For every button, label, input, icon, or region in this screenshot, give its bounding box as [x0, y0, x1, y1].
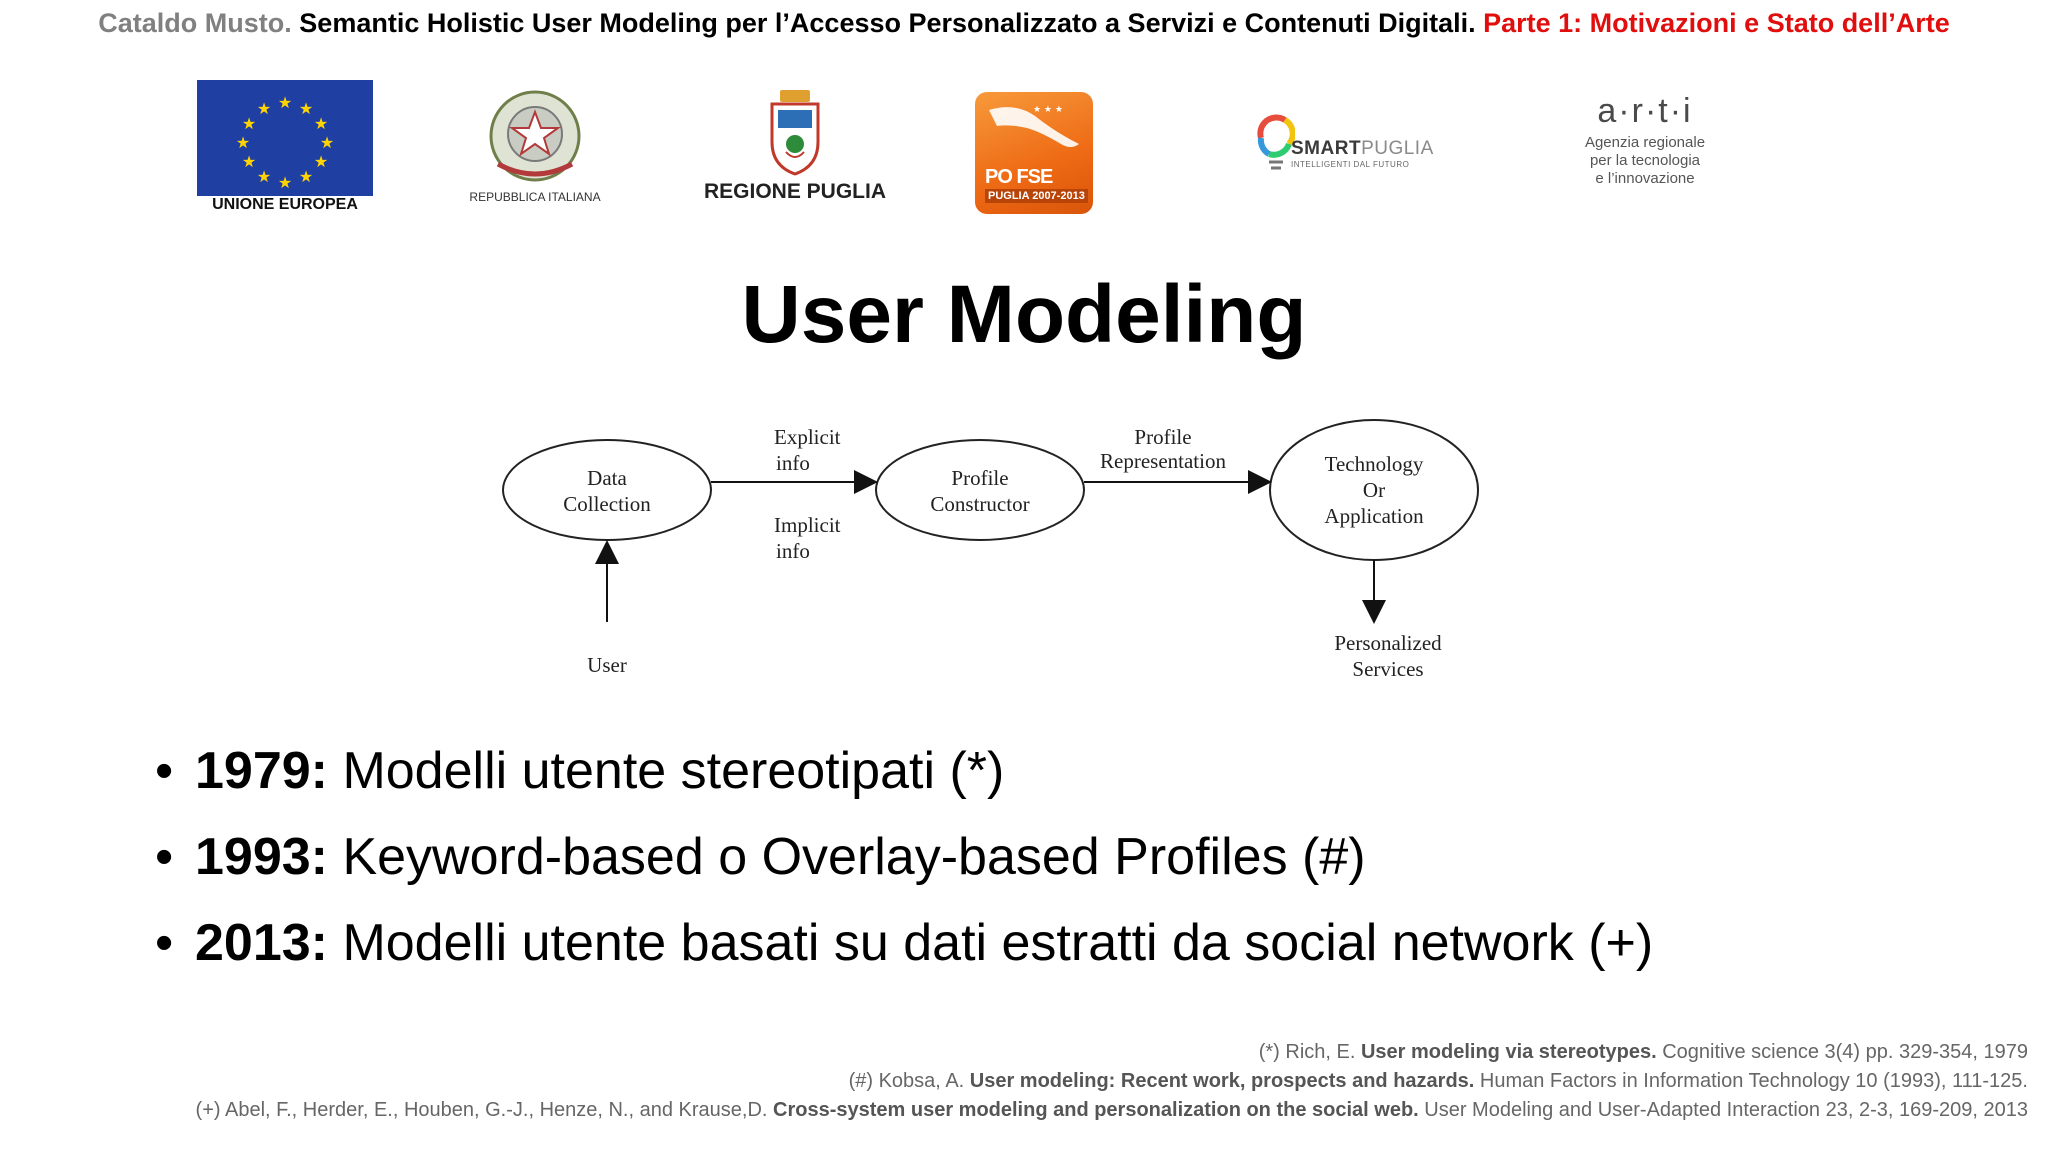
regione-puglia-crest-icon — [770, 90, 820, 176]
svg-text:★: ★ — [320, 133, 334, 152]
svg-text:★: ★ — [299, 167, 313, 186]
svg-text:★: ★ — [299, 99, 313, 118]
bullet-text: Modelli utente basati su dati estratti d… — [328, 914, 1654, 972]
svg-text:★: ★ — [236, 133, 250, 152]
repubblica-italiana-logo: REPUBBLICA ITALIANA — [460, 86, 610, 216]
reference-prefix: (*) Rich, E. — [1258, 1041, 1361, 1063]
arti-wordmark: a·r·t·i — [1597, 92, 1693, 130]
bullet-item: • 1979: Modelli utente stereotipati (*) — [155, 728, 1653, 814]
reference-suffix: Human Factors in Information Technology … — [1474, 1070, 2028, 1092]
regione-puglia-logo: REGIONE PUGLIA — [700, 88, 890, 218]
bullet-item: • 2013: Modelli utente basati su dati est… — [155, 900, 1653, 986]
reference-item: (*) Rich, E. User modeling via stereotyp… — [196, 1038, 2028, 1067]
explicit-info-line-1: Explicit — [774, 425, 841, 449]
reference-item: (#) Kobsa, A. User modeling: Recent work… — [196, 1067, 2028, 1096]
data-collection-node — [502, 439, 712, 541]
regione-puglia-label: REGIONE PUGLIA — [703, 180, 887, 203]
arti-line-1: Agenzia regionale — [1584, 134, 1706, 151]
implicit-info-line-2: info — [776, 539, 810, 563]
arti-description: Agenzia regionale per la tecnologia e l’… — [1560, 134, 1730, 188]
bullet-list: • 1979: Modelli utente stereotipati (*) •… — [155, 728, 1653, 986]
eu-logo: ★ ★ ★ ★ ★ ★ ★ ★ ★ ★ ★ ★ UNIONE EUROPEA — [197, 80, 373, 216]
arti-line-3: e l’innovazione — [1595, 170, 1695, 187]
smart-puglia-mark-icon — [1257, 114, 1295, 170]
bullet-marker: • — [155, 742, 174, 800]
user-label: User — [587, 653, 627, 677]
smart-puglia-label-b: PUGLIA — [1361, 138, 1434, 159]
user-modeling-diagram: Data Collection Profile Constructor Tech… — [502, 419, 1479, 681]
bullet-year: 1979: — [195, 742, 328, 800]
po-fse-sublabel: PUGLIA 2007-2013 — [985, 189, 1088, 203]
reference-prefix: (+) Abel, F., Herder, E., Houben, G.-J.,… — [195, 1099, 774, 1121]
header-author: Cataldo Musto. — [98, 8, 292, 38]
explicit-info-line-2: info — [776, 451, 810, 475]
slide-title: User Modeling — [741, 269, 1307, 360]
italian-emblem-icon — [489, 90, 581, 182]
svg-text:★: ★ — [314, 152, 328, 171]
svg-text:★: ★ — [257, 167, 271, 186]
svg-text:★: ★ — [278, 93, 292, 112]
reference-suffix: Cognitive science 3(4) pp. 329-354, 1979 — [1656, 1041, 2028, 1063]
data-collection-line-2: Collection — [563, 492, 651, 516]
technology-line-2: Or — [1363, 478, 1385, 502]
bullet-text: Keyword-based o Overlay-based Profiles (… — [328, 828, 1366, 886]
bullet-marker: • — [155, 828, 174, 886]
technology-line-3: Application — [1324, 504, 1424, 528]
smart-puglia-label: SMARTPUGLIA — [1291, 138, 1434, 160]
eu-flag-icon: ★ ★ ★ ★ ★ ★ ★ ★ ★ ★ ★ ★ — [197, 80, 373, 196]
svg-text:★ ★ ★: ★ ★ ★ — [1033, 105, 1063, 115]
smart-puglia-sublabel: INTELLIGENTI DAL FUTURO — [1291, 160, 1410, 169]
technology-line-1: Technology — [1325, 452, 1424, 476]
arti-line-2: per la tecnologia — [1589, 152, 1701, 169]
reference-title: Cross-system user modeling and personali… — [773, 1099, 1419, 1121]
bullet-item: • 1993: Keyword-based o Overlay-based Pro… — [155, 814, 1653, 900]
reference-title: User modeling: Recent work, prospects an… — [969, 1070, 1475, 1092]
svg-text:★: ★ — [242, 152, 256, 171]
profile-representation-line-1: Profile — [1134, 425, 1191, 449]
arti-logo: a·r·t·i Agenzia regionale per la tecnolo… — [1560, 92, 1730, 202]
smart-puglia-label-a: SMART — [1291, 138, 1362, 159]
implicit-info-line-1: Implicit — [774, 513, 841, 537]
references: (*) Rich, E. User modeling via stereotyp… — [196, 1038, 2028, 1125]
reference-title: User modeling via stereotypes. — [1360, 1041, 1657, 1063]
reference-item: (+) Abel, F., Herder, E., Houben, G.-J.,… — [196, 1096, 2028, 1125]
profile-representation-line-2: Representation — [1100, 449, 1226, 473]
header-title: Semantic Holistic User Modeling per l’Ac… — [299, 8, 1476, 38]
po-fse-logo: ★ ★ ★ PO FSE PUGLIA 2007-2013 — [975, 92, 1093, 214]
bullet-year: 2013: — [195, 914, 328, 972]
bullet-text: Modelli utente stereotipati (*) — [328, 742, 1005, 800]
reference-suffix: User Modeling and User-Adapted Interacti… — [1418, 1099, 2028, 1121]
svg-text:★: ★ — [278, 173, 292, 192]
personalized-services-line-2: Services — [1352, 657, 1423, 681]
profile-constructor-line-1: Profile — [951, 466, 1008, 490]
repubblica-label: REPUBBLICA ITALIANA — [469, 190, 601, 204]
po-fse-label: PO FSE — [985, 166, 1053, 188]
header-part: Parte 1: Motivazioni e Stato dell’Arte — [1483, 8, 1950, 38]
svg-text:★: ★ — [314, 114, 328, 133]
eu-label: UNIONE EUROPEA — [212, 196, 358, 213]
personalized-services-line-1: Personalized — [1334, 631, 1442, 655]
profile-constructor-node — [875, 439, 1085, 541]
bullet-marker: • — [155, 914, 174, 972]
reference-prefix: (#) Kobsa, A. — [848, 1070, 970, 1092]
profile-constructor-line-2: Constructor — [930, 492, 1029, 516]
svg-text:★: ★ — [257, 99, 271, 118]
bullet-year: 1993: — [195, 828, 328, 886]
data-collection-line-1: Data — [587, 466, 627, 490]
slide-header: Cataldo Musto. Semantic Holistic User Mo… — [0, 8, 2048, 39]
svg-text:★: ★ — [242, 114, 256, 133]
smart-puglia-logo: SMARTPUGLIA INTELLIGENTI DAL FUTURO — [1255, 108, 1455, 188]
